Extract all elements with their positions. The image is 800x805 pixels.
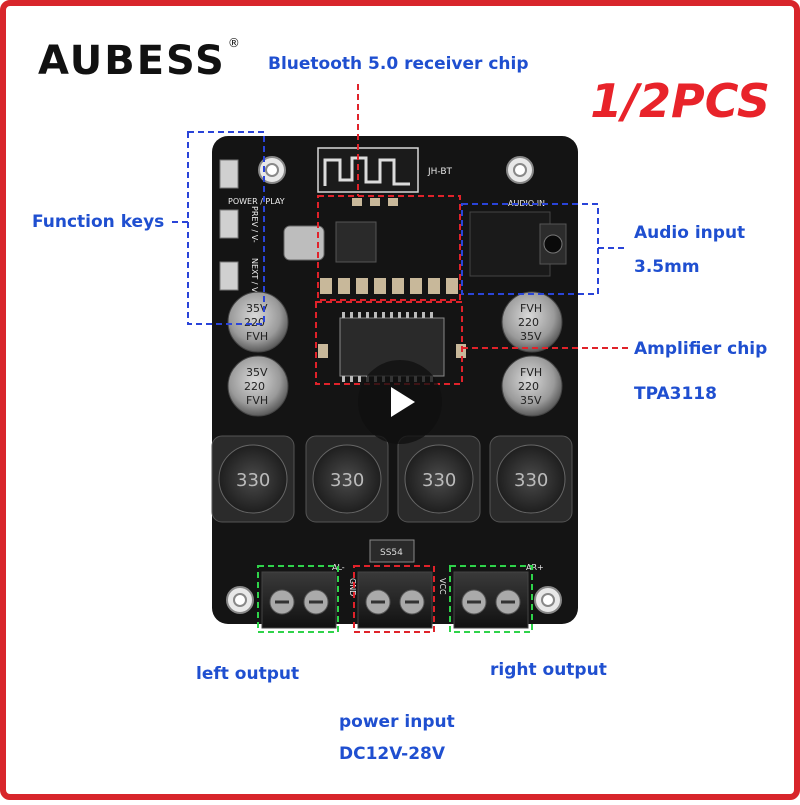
svg-text:330: 330 <box>514 470 548 491</box>
label-amplifier-chip: Amplifier chip <box>634 339 768 359</box>
svg-text:330: 330 <box>236 470 270 491</box>
play-icon <box>391 387 415 417</box>
svg-text:220: 220 <box>244 316 265 329</box>
crystal <box>283 225 325 261</box>
prev-label: PREV / V- <box>250 206 259 243</box>
label-right-output: right output <box>490 660 607 680</box>
registered-mark: ® <box>227 36 242 50</box>
box-power-input <box>353 565 435 633</box>
leader-lines <box>172 84 628 349</box>
capacitor-top-left: 35V 220 FVH <box>227 291 289 353</box>
svg-text:35V: 35V <box>520 330 542 343</box>
capacitor-bottom-right: FVH 220 35V <box>501 355 563 417</box>
power-play-label: POWER / PLAY <box>228 197 285 206</box>
svg-text:FVH: FVH <box>246 330 268 343</box>
box-bt-chip <box>317 195 461 301</box>
box-right-output <box>449 565 533 633</box>
vcc-label: VCC <box>438 578 447 595</box>
terminal-power <box>357 571 433 629</box>
terminal-left <box>261 571 337 629</box>
diode <box>369 539 415 563</box>
capacitor-top-right: FVH 220 35V <box>501 291 563 353</box>
diode-label: SS54 <box>380 548 403 558</box>
audio-jack <box>469 211 567 277</box>
svg-text:220: 220 <box>518 316 539 329</box>
label-power-voltage: DC12V-28V <box>339 744 446 764</box>
svg-text:35V: 35V <box>246 366 268 379</box>
terminal-right <box>453 571 529 629</box>
inductor-3: 330 <box>397 435 481 523</box>
box-left-output <box>257 565 339 633</box>
box-function-keys <box>187 131 265 325</box>
label-amplifier-model: TPA3118 <box>634 384 717 404</box>
capacitor-bottom-left: 35V 220 FVH <box>227 355 289 417</box>
bt-antenna <box>317 147 419 193</box>
function-buttons <box>219 159 239 291</box>
label-left-output: left output <box>196 664 300 684</box>
quantity-badge: 1/2PCS <box>590 74 770 128</box>
smd-components <box>318 198 466 358</box>
ar-label: AR+ <box>526 563 544 572</box>
svg-text:FVH: FVH <box>520 302 542 315</box>
label-audio-input-size: 3.5mm <box>634 257 700 277</box>
gnd-label: GND <box>348 578 357 596</box>
brand-logo: Aubess® <box>38 36 242 84</box>
svg-text:330: 330 <box>330 470 364 491</box>
inductor-2: 330 <box>305 435 389 523</box>
next-label: NEXT / V+ <box>250 258 259 299</box>
module-label: JH-BT <box>427 167 453 177</box>
inductor-1: 330 <box>211 435 295 523</box>
svg-text:FVH: FVH <box>520 366 542 379</box>
svg-text:220: 220 <box>244 380 265 393</box>
svg-text:35V: 35V <box>246 302 268 315</box>
label-function-keys: Function keys <box>32 212 165 232</box>
svg-text:220: 220 <box>518 380 539 393</box>
label-audio-input: Audio input <box>634 223 746 243</box>
svg-text:35V: 35V <box>520 394 542 407</box>
bt-chip <box>335 221 377 263</box>
inductor-4: 330 <box>489 435 573 523</box>
label-bluetooth-chip: Bluetooth 5.0 receiver chip <box>268 54 529 74</box>
highlight-boxes <box>187 131 599 633</box>
play-button[interactable] <box>358 360 442 444</box>
svg-text:FVH: FVH <box>246 394 268 407</box>
mounting-holes <box>226 156 562 614</box>
svg-text:330: 330 <box>422 470 456 491</box>
label-power-input: power input <box>339 712 455 732</box>
